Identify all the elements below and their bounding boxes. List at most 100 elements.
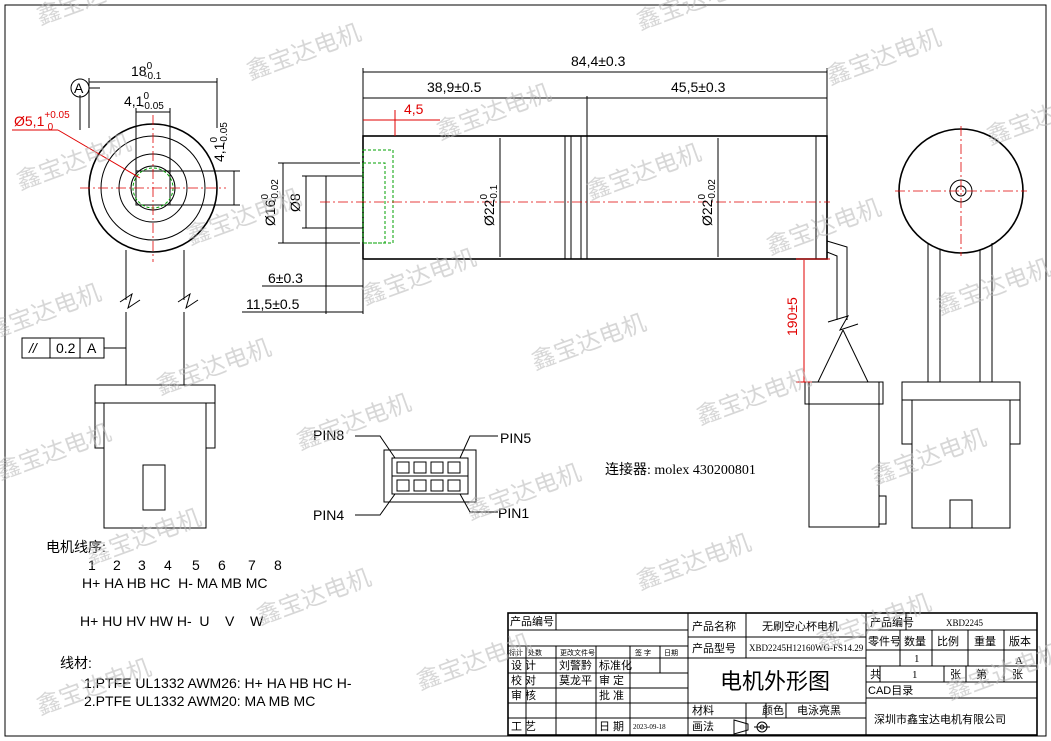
- tb-material-label: 材料: [692, 703, 714, 717]
- svg-text:鑫宝达电机: 鑫宝达电机: [183, 184, 305, 250]
- rear-view: [895, 126, 1027, 529]
- wiring-title: 电机线序:: [46, 539, 106, 555]
- connector-face: [355, 435, 498, 516]
- svg-text:鑫宝达电机: 鑫宝达电机: [243, 19, 365, 85]
- tb-audit-label: 审 核: [511, 688, 536, 702]
- tb-sheets: 张: [950, 668, 961, 681]
- tb-weight-label: 重量: [974, 634, 996, 648]
- dim-lead-length: 190±5: [784, 297, 800, 336]
- dim-shaft-length: 6±0.3: [268, 270, 303, 286]
- pin5-label: PIN5: [500, 430, 531, 446]
- svg-text:鑫宝达电机: 鑫宝达电机: [0, 419, 115, 485]
- dim-body-diameter-rear: Ø220-0.02: [697, 179, 718, 226]
- tb-prod-model: XBD2245H12160WG-FS14.29: [749, 643, 864, 653]
- svg-text:6: 6: [218, 557, 226, 573]
- front-view: [12, 78, 240, 529]
- tb-version-label: 版本: [1009, 634, 1031, 648]
- tb-qty: 1: [914, 653, 920, 665]
- tb-total: 共: [870, 668, 881, 681]
- wiring-numbers: 1 2 3 4 5 6 7 8: [88, 557, 282, 573]
- wiring-row-phase: H+ HU HV HW H- U V W: [80, 613, 264, 629]
- datum-label: A: [74, 80, 84, 96]
- dim-front-length: 38,9±0.5: [427, 79, 482, 95]
- tb-design-label: 设 计: [511, 659, 536, 672]
- dim-body-diameter-front: Ø220-0.1: [479, 184, 500, 226]
- dim-shaft-bore: Ø8: [287, 193, 303, 212]
- svg-text:签 字: 签 字: [635, 648, 651, 657]
- svg-text:鑫宝达电机: 鑫宝达电机: [693, 364, 815, 430]
- dim-total-length: 84,4±0.3: [571, 53, 626, 69]
- tb-cad: CAD目录: [868, 684, 913, 697]
- svg-text:鑫宝达电机: 鑫宝达电机: [293, 389, 415, 455]
- dim-boss-diameter: Ø160-0.02: [260, 179, 281, 226]
- tb-prod-code: XBD2245: [946, 618, 984, 628]
- svg-text:鑫宝达电机: 鑫宝达电机: [983, 84, 1051, 150]
- wiring-row-hall: H+ HA HB HC H- MA MB MC: [82, 575, 268, 591]
- tb-design-name: 刘警黔: [559, 658, 592, 672]
- svg-text:7: 7: [248, 557, 256, 573]
- svg-text:日期: 日期: [664, 649, 678, 657]
- svg-text:鑫宝达电机: 鑫宝达电机: [633, 529, 755, 595]
- dim-flat-height: 4,10-0.05: [209, 122, 230, 162]
- tb-drawing-title: 电机外形图: [720, 669, 830, 694]
- side-view: [242, 68, 887, 528]
- dim-boss-length: 11,5±0.5: [246, 296, 300, 312]
- svg-text:鑫宝达电机: 鑫宝达电机: [763, 194, 885, 260]
- svg-text:鑫宝达电机: 鑫宝达电机: [868, 424, 990, 490]
- svg-text:5: 5: [192, 557, 200, 573]
- svg-text:鑫宝达电机: 鑫宝达电机: [153, 334, 275, 400]
- tb-mark-header: 标计 处数 更改文件号 签 字 日期: [509, 648, 678, 657]
- svg-text:3: 3: [138, 557, 146, 573]
- tb-prod-name: 无刷空心杯电机: [762, 619, 839, 633]
- tb-page-sheets: 张: [1012, 668, 1023, 681]
- connector-spec: 连接器: molex 430200801: [605, 461, 756, 478]
- projection-symbol: [733, 719, 770, 735]
- tb-std-label: 标准化: [599, 658, 632, 672]
- tb-date: 2023-09-18: [633, 723, 666, 731]
- tb-qty-label: 数量: [904, 635, 926, 648]
- tb-prod-code-label: 产品编号: [870, 615, 914, 629]
- dim-rear-length: 45,5±0.3: [671, 79, 726, 95]
- tb-scale-label: 比例: [937, 634, 959, 648]
- sheet-border: [4, 4, 1047, 737]
- tb-check-name: 莫龙平: [559, 674, 592, 687]
- svg-text:1: 1: [88, 557, 96, 573]
- svg-text:鑫宝达电机: 鑫宝达电机: [0, 279, 105, 345]
- tb-prod-model-label: 产品型号: [692, 641, 736, 655]
- svg-text:更改文件号: 更改文件号: [560, 648, 595, 657]
- material-title: 线材:: [60, 655, 92, 671]
- tb-color-label: 颜色: [762, 703, 784, 717]
- tb-review-label: 审 定: [599, 673, 624, 687]
- svg-text:处数: 处数: [528, 648, 542, 657]
- dim-shoulder: 4,5: [404, 101, 424, 117]
- pin1-label: PIN1: [498, 505, 529, 521]
- svg-text:鑫宝达电机: 鑫宝达电机: [823, 24, 945, 90]
- dim-flat-width: 4,10-0.05: [124, 91, 164, 112]
- material-line-2: 2.PTFE UL1332 AWM20: MA MB MC: [84, 693, 315, 709]
- tb-prod-name-label: 产品名称: [692, 619, 736, 633]
- tb-total-n: 1: [912, 669, 918, 681]
- material-line-1: 1.PTFE UL1332 AWM26: H+ HA HB HC H-: [84, 675, 352, 691]
- parallel-ref: A: [87, 340, 97, 356]
- parallel-value: 0.2: [56, 340, 76, 356]
- tb-company: 深圳市鑫宝达电机有限公司: [874, 712, 1006, 726]
- pin8-label: PIN8: [313, 427, 344, 443]
- svg-text:鑫宝达电机: 鑫宝达电机: [583, 139, 705, 205]
- svg-text:标计: 标计: [509, 648, 523, 657]
- tb-approve-label: 批 准: [599, 688, 624, 702]
- tb-craft-label: 工 艺: [511, 720, 536, 733]
- tb-method-label: 画法: [692, 719, 714, 733]
- svg-text:4: 4: [164, 557, 172, 573]
- tb-prod-no-label: 产品编号: [510, 614, 554, 628]
- svg-text:鑫宝达电机: 鑫宝达电机: [253, 564, 375, 630]
- title-block: [507, 612, 1038, 736]
- svg-text:2: 2: [113, 557, 121, 573]
- tb-part-no-label: 零件号: [868, 635, 901, 648]
- parallel-symbol: //: [28, 340, 39, 356]
- tb-page: 第: [976, 667, 987, 681]
- tb-check-label: 校 对: [511, 673, 536, 687]
- svg-text:8: 8: [274, 557, 282, 573]
- pin4-label: PIN4: [313, 507, 344, 523]
